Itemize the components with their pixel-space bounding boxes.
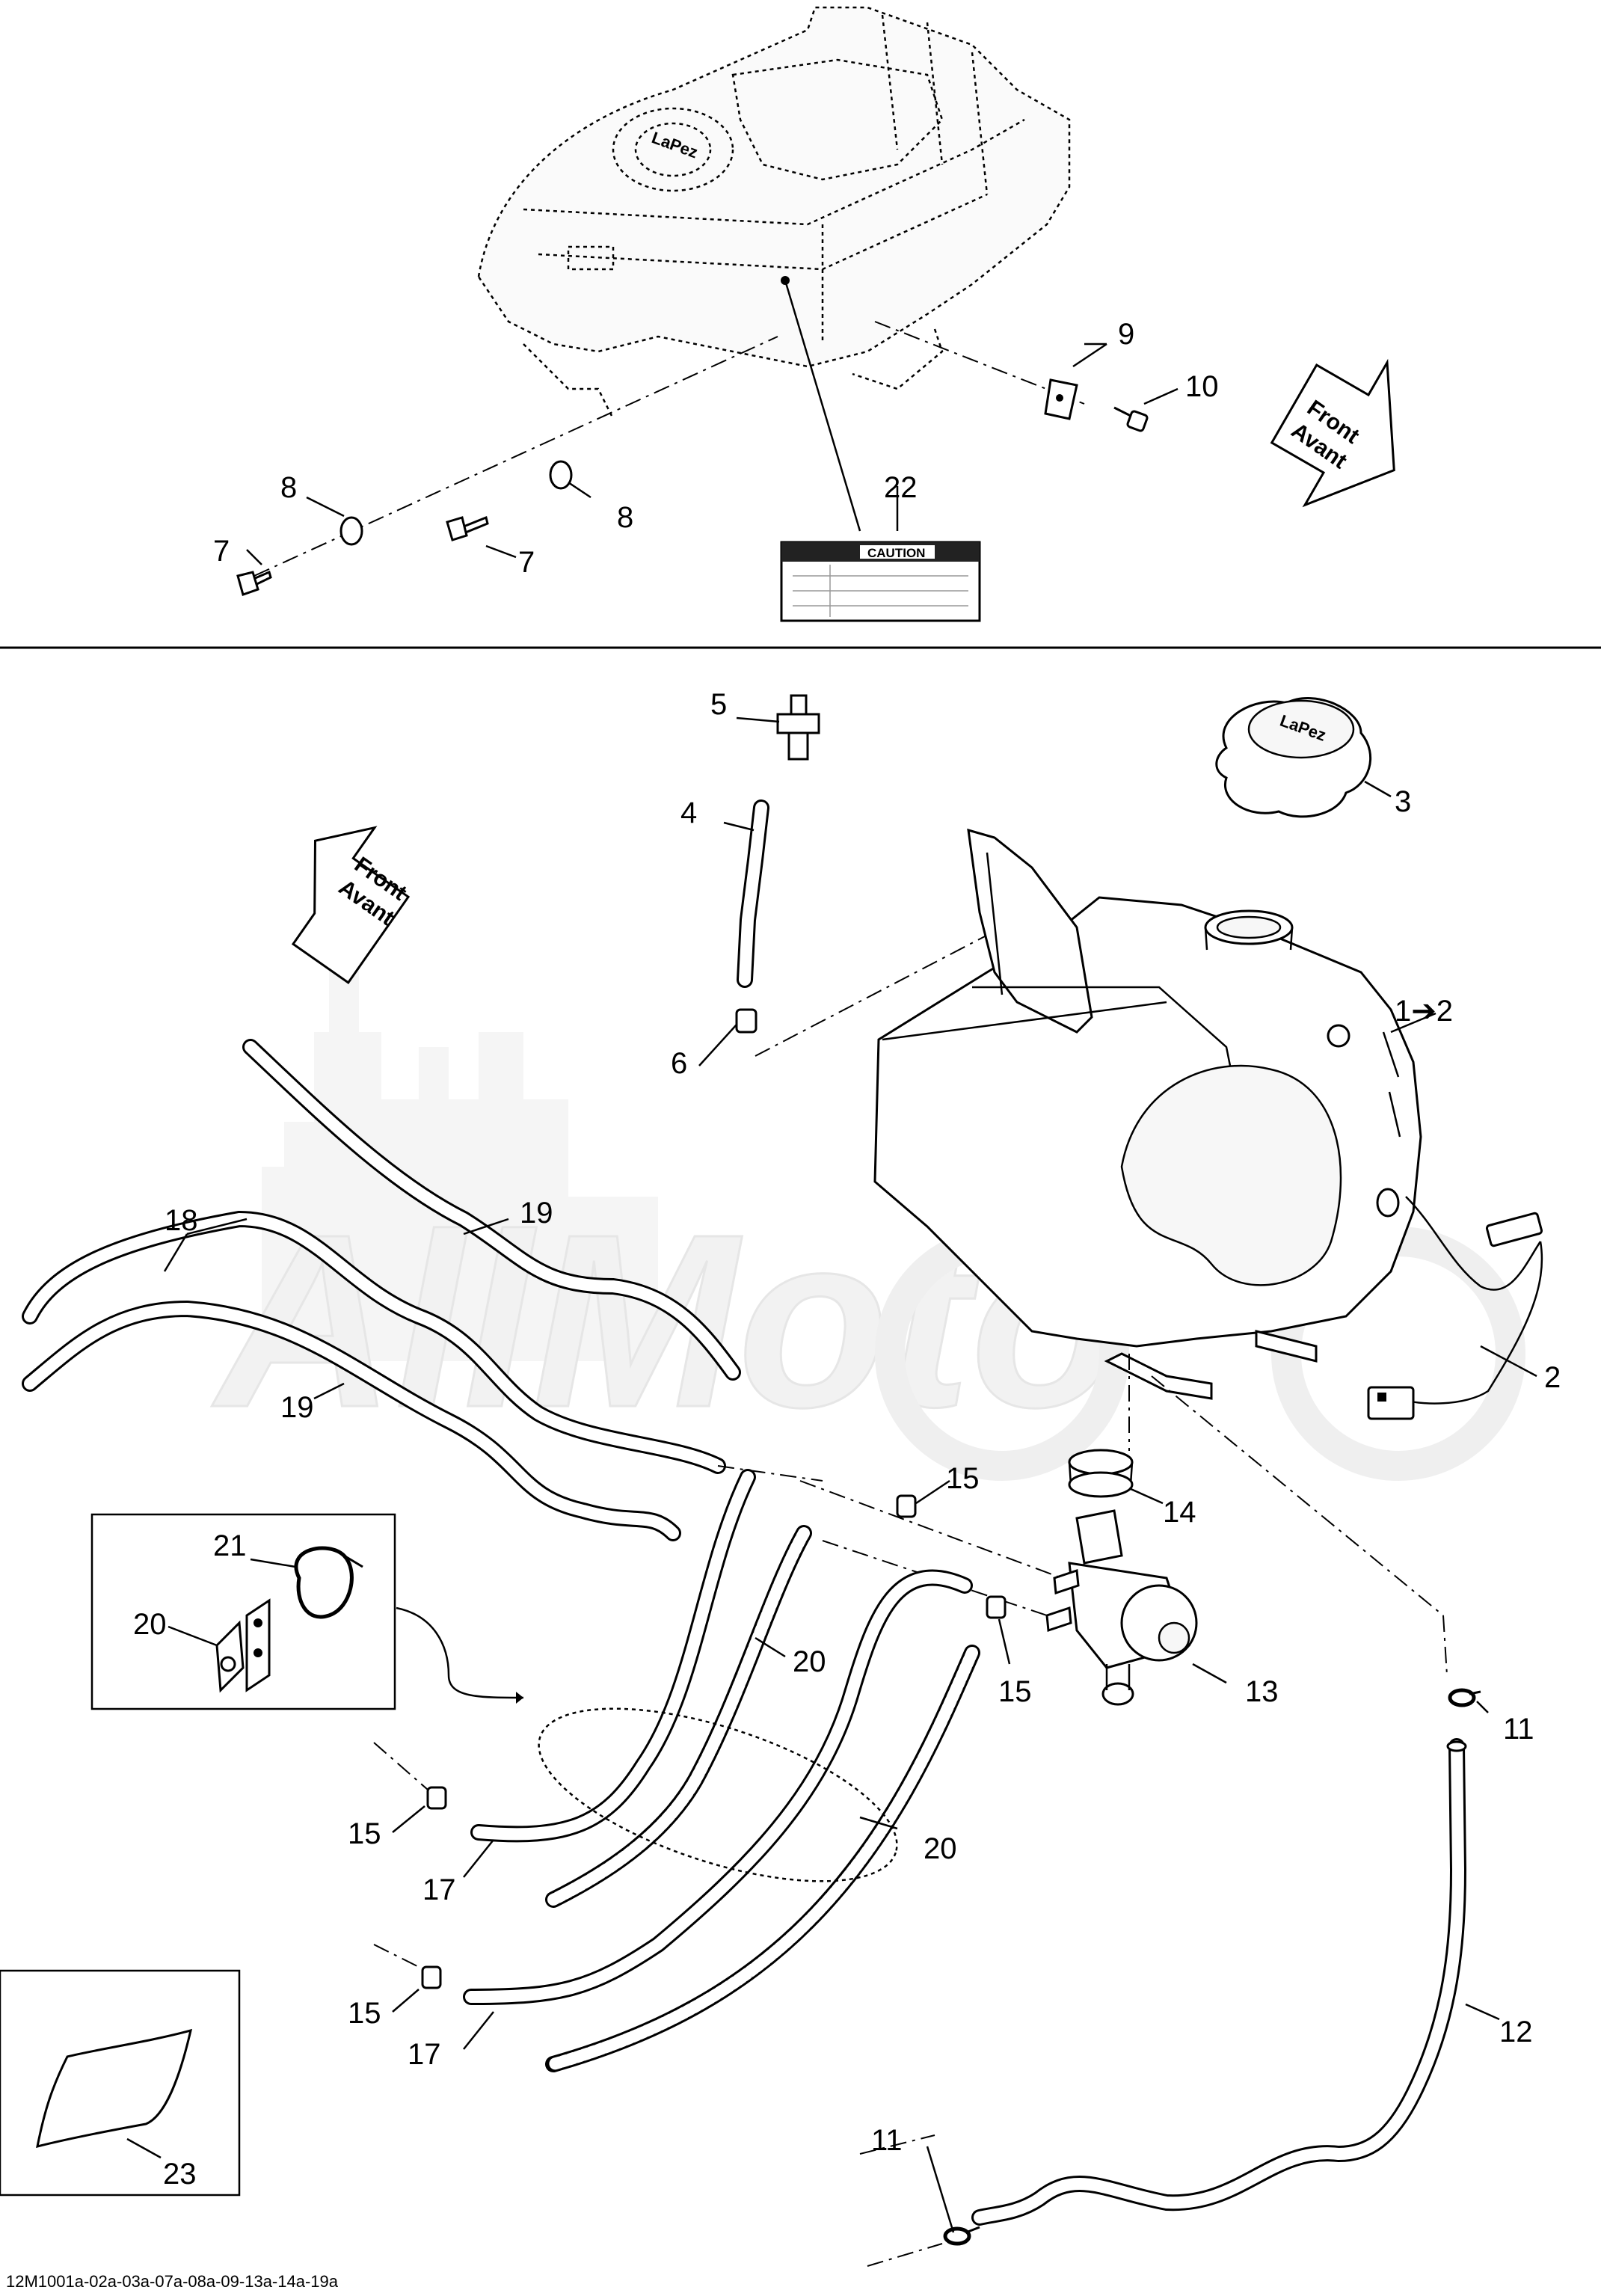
callout-17-upper: 17 <box>422 1873 456 1906</box>
part-12-hose <box>971 1738 1467 2226</box>
bottom-section: Front Avant LaPez <box>0 694 1543 2267</box>
callout-13: 13 <box>1245 1675 1279 1708</box>
callout-8-right: 8 <box>617 501 633 534</box>
callout-12: 12 <box>1499 2016 1533 2048</box>
callout-4: 4 <box>680 796 697 829</box>
callout-6: 6 <box>671 1047 687 1080</box>
callout-11-upper: 11 <box>1503 1713 1534 1746</box>
front-arrow-mid: Front Avant <box>291 826 411 984</box>
callout-10: 10 <box>1185 370 1219 403</box>
part-10-bolt <box>1113 406 1149 432</box>
part-22-caution-label: CAUTION <box>780 541 981 622</box>
callout-11-lower: 11 <box>871 2124 903 2157</box>
part-15-fitting-a <box>896 1494 917 1518</box>
inset-clamp-box <box>90 1513 396 1710</box>
part-6-fitting <box>735 1008 758 1034</box>
part-7-bolt-right <box>446 515 489 541</box>
part-17-hose-lower <box>463 1569 973 2005</box>
part-13-fuel-pump <box>1045 1509 1198 1706</box>
callout-21: 21 <box>213 1529 247 1562</box>
callout-3: 3 <box>1395 785 1411 818</box>
part-1-fuel-tank <box>873 828 1422 1400</box>
top-section: LaPez <box>236 6 1395 622</box>
part-20-hose-lower <box>545 1645 980 2072</box>
callout-2: 2 <box>1544 1361 1561 1394</box>
callout-9: 9 <box>1118 318 1134 351</box>
callouts: 1➔2 2 3 4 5 6 7 7 8 8 9 10 11 11 12 13 1… <box>133 318 1561 2191</box>
callout-23: 23 <box>163 2158 197 2191</box>
frame-tank-outline: LaPez <box>477 6 1071 420</box>
part-15-fitting-d <box>421 1965 442 1989</box>
part-14-clamp-ring <box>1068 1449 1134 1498</box>
part-5-valve <box>776 694 820 761</box>
callout-19-upper: 19 <box>520 1197 553 1230</box>
callout-20-inset: 20 <box>133 1608 167 1641</box>
part-8-washer-right <box>549 460 573 490</box>
diagram-caption: 12M1001a-02a-03a-07a-08a-09-13a-14a-19a <box>6 2272 339 2291</box>
callout-15-a: 15 <box>946 1462 980 1495</box>
part-7-bolt-left <box>236 570 272 596</box>
part-20-hose-upper <box>545 1525 812 1908</box>
part-8-washer-left <box>339 516 363 546</box>
callout-15-b: 15 <box>998 1675 1032 1708</box>
part-4-hose <box>737 799 769 988</box>
front-arrow-top: Front Avant <box>1270 358 1395 508</box>
part-15-fitting-b <box>986 1595 1007 1619</box>
callout-18: 18 <box>165 1204 198 1237</box>
callout-7-left: 7 <box>213 535 230 568</box>
callout-15-c: 15 <box>348 1817 381 1850</box>
callout-20-lower: 20 <box>924 1832 957 1865</box>
part-15-fitting-c <box>426 1786 447 1810</box>
callout-14: 14 <box>1163 1496 1196 1529</box>
callout-1: 1➔2 <box>1395 995 1453 1028</box>
part-18-hose <box>22 1210 726 1474</box>
callout-22: 22 <box>884 471 918 504</box>
part-11-clamp-upper <box>1448 1688 1481 1707</box>
part-17-hose-upper <box>470 1469 756 1843</box>
part-11-clamp-lower <box>943 2226 980 2246</box>
part-9-bracket <box>1044 378 1078 420</box>
callout-19-lower: 19 <box>280 1391 314 1424</box>
callout-8-left: 8 <box>280 471 297 504</box>
callout-5: 5 <box>710 688 727 721</box>
part-19-hose-lower <box>22 1300 681 1541</box>
part-19-hose-upper <box>242 1039 741 1381</box>
inset-part-23-box <box>0 1969 241 2197</box>
callout-20-upper: 20 <box>793 1645 826 1678</box>
callout-15-d: 15 <box>348 1997 381 2030</box>
callout-7-right: 7 <box>518 546 535 579</box>
callout-17-lower: 17 <box>408 2038 441 2071</box>
part-2-harness <box>1367 1196 1543 1420</box>
clamp-location-ellipse <box>538 1707 898 1882</box>
caution-text: CAUTION <box>867 546 925 560</box>
part-3-cap: LaPez <box>1215 697 1372 818</box>
